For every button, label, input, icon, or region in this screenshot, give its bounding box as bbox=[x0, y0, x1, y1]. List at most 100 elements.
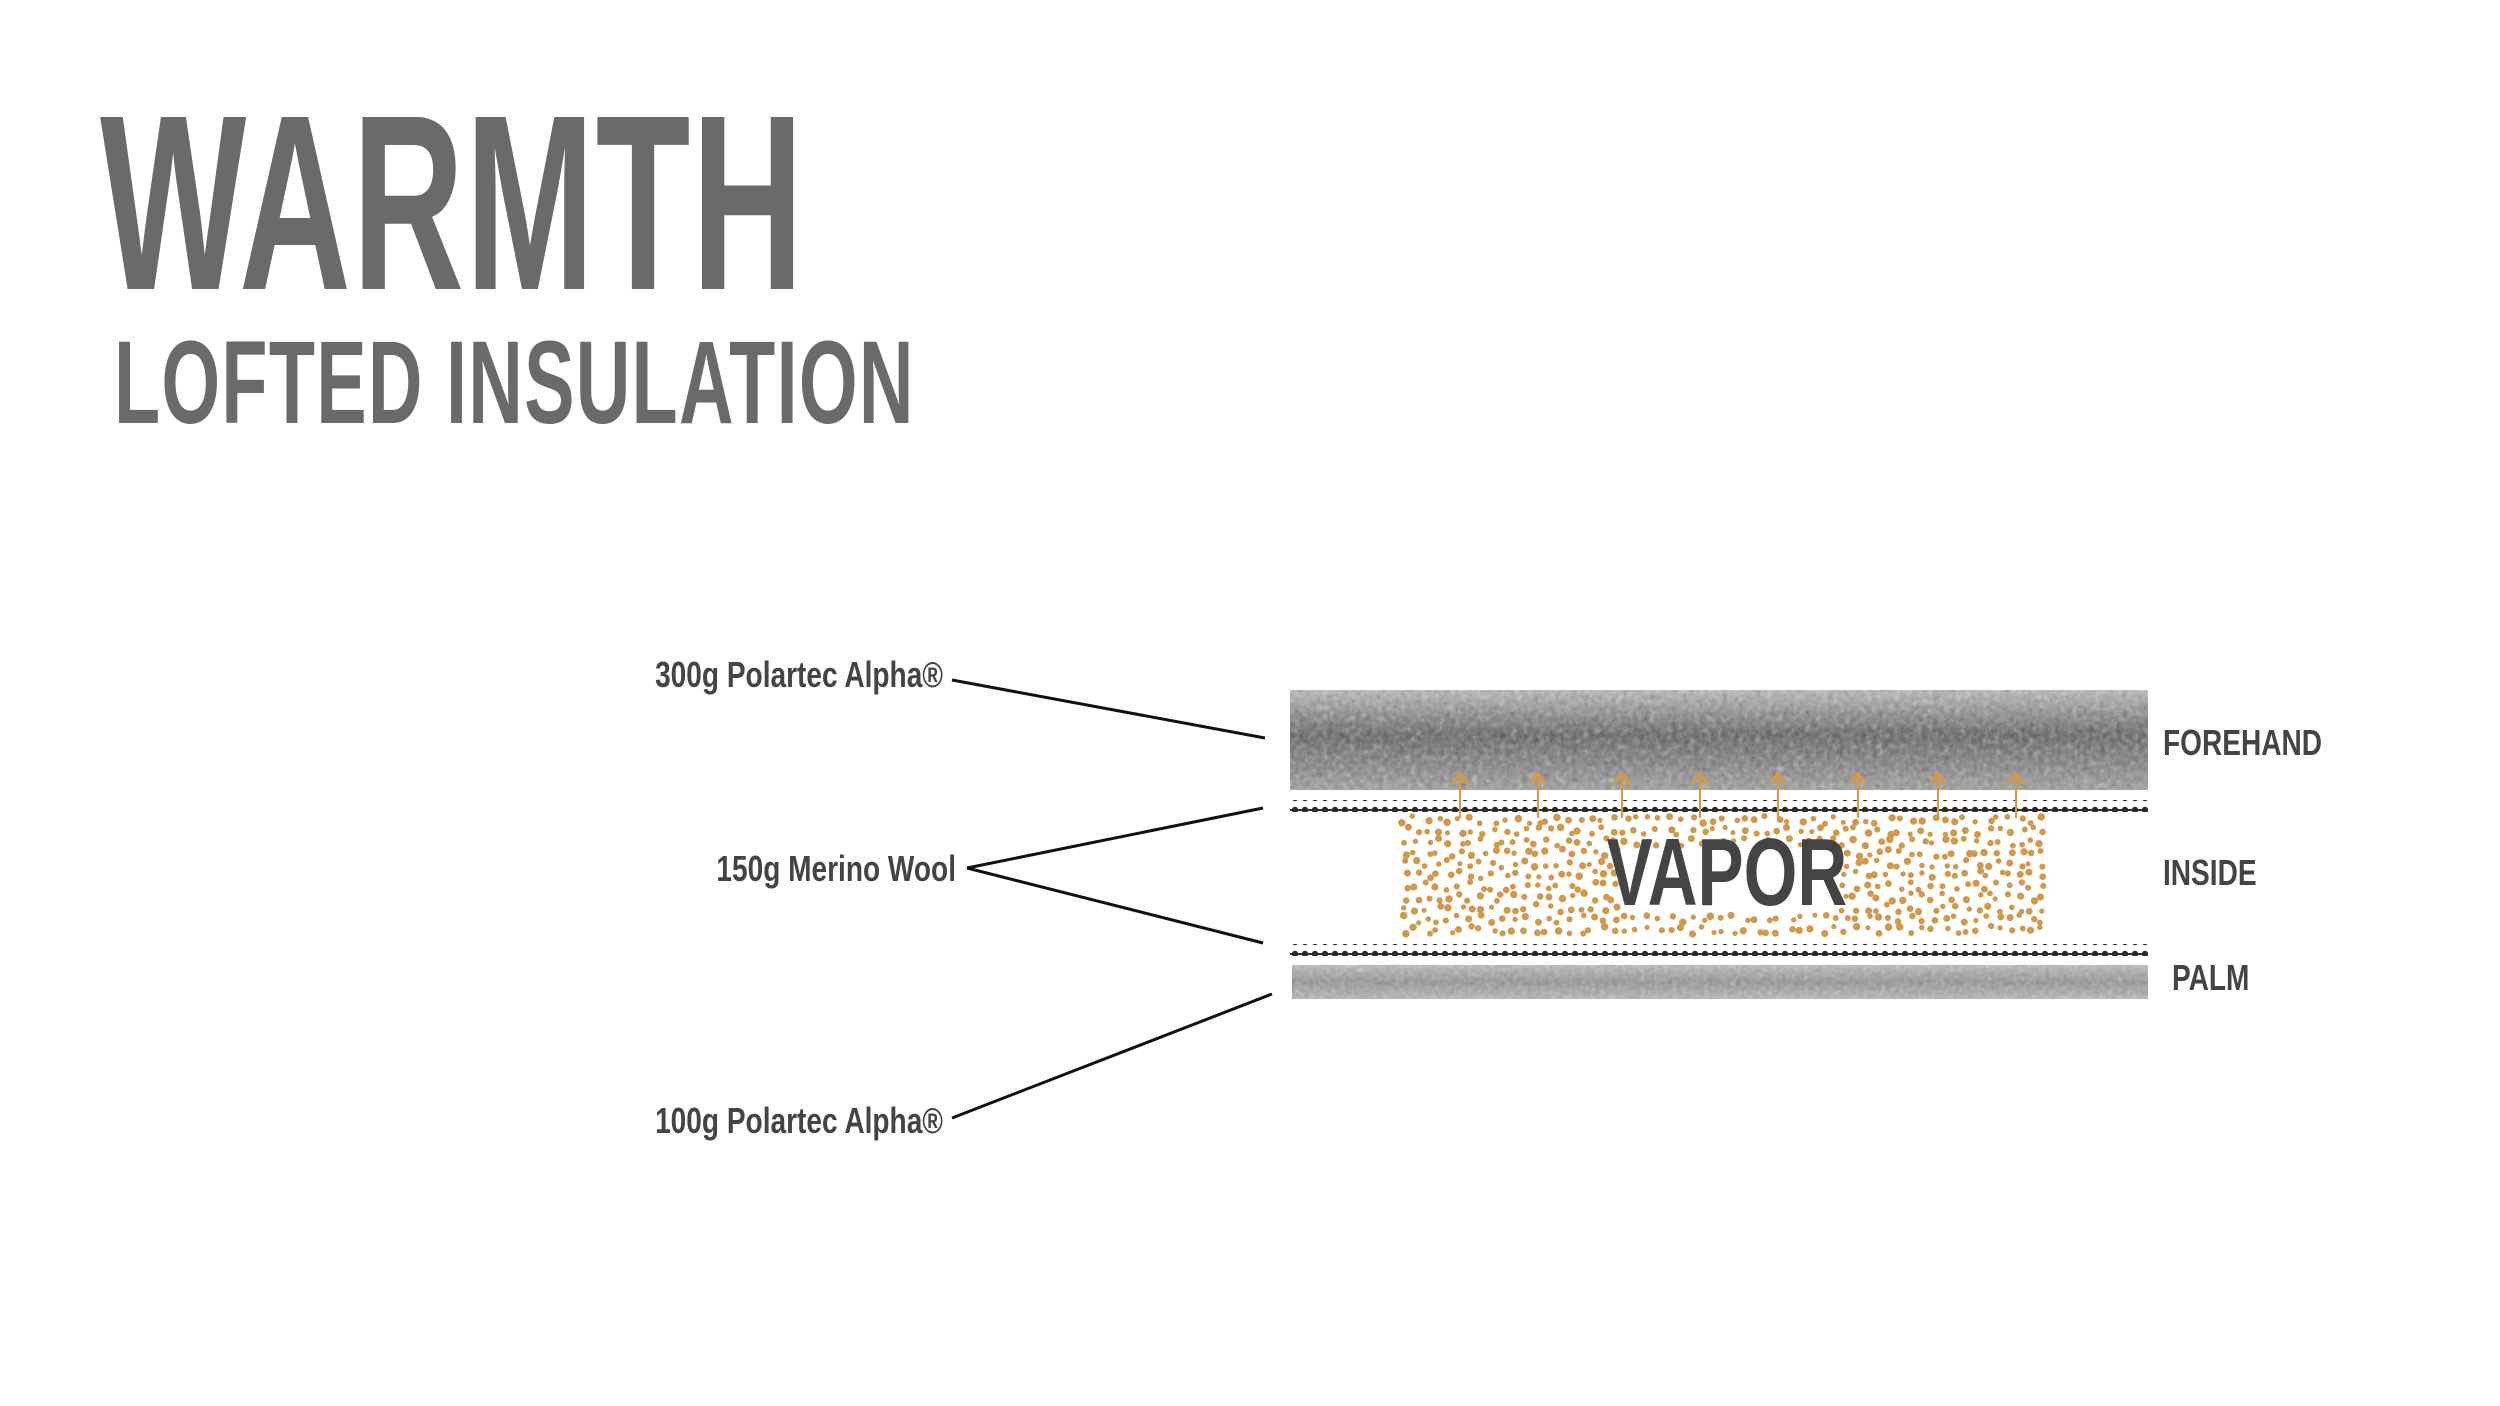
vapor-dot bbox=[1854, 886, 1861, 893]
vapor-dot bbox=[1919, 925, 1925, 931]
vapor-dot bbox=[1899, 886, 1905, 892]
vapor-dot bbox=[1954, 886, 1960, 892]
merino-lower-line bbox=[1290, 944, 2148, 956]
vapor-dot bbox=[1732, 931, 1737, 936]
vapor-dot bbox=[2020, 926, 2026, 932]
vapor-dot bbox=[1552, 883, 1558, 889]
vapor-dot bbox=[1997, 913, 2004, 920]
vapor-dot bbox=[1910, 817, 1917, 824]
vapor-dot bbox=[1492, 928, 1498, 934]
vapor-dot bbox=[1948, 850, 1955, 857]
vapor-dot bbox=[1499, 915, 1506, 922]
vapor-dot bbox=[1465, 840, 1471, 846]
vapor-dot bbox=[2007, 914, 2014, 921]
vapor-dot bbox=[1546, 886, 1552, 892]
vapor-dot bbox=[1536, 874, 1541, 879]
vapor-dot bbox=[1546, 916, 1552, 922]
vapor-dot bbox=[1897, 815, 1903, 821]
vapor-dot bbox=[2007, 882, 2013, 888]
vapor-dot bbox=[1400, 912, 1408, 920]
vapor-dot bbox=[2006, 860, 2013, 867]
leader-line-top bbox=[952, 680, 1265, 738]
vapor-dot bbox=[1592, 897, 1599, 904]
vapor-dot bbox=[1977, 868, 1984, 875]
vapor-dot bbox=[1927, 926, 1934, 933]
vapor-dot bbox=[1988, 825, 1994, 831]
vapor-dot bbox=[1933, 854, 1939, 860]
vapor-dot bbox=[1953, 864, 1959, 870]
vapor-dot bbox=[1557, 909, 1564, 916]
vapor-dot bbox=[1510, 884, 1516, 890]
vapor-dot bbox=[1410, 850, 1416, 856]
vapor-dot bbox=[1533, 901, 1540, 908]
vapor-dot bbox=[1908, 930, 1914, 936]
vapor-dot bbox=[1972, 928, 1979, 935]
vapor-dot bbox=[1871, 820, 1878, 827]
vapor-dot bbox=[1962, 827, 1969, 834]
vapor-dot bbox=[2019, 863, 2025, 869]
vapor-dot bbox=[1566, 916, 1572, 922]
vapor-dot bbox=[1972, 880, 1979, 887]
vapor-dot bbox=[1443, 819, 1451, 827]
vapor-dot bbox=[1961, 836, 1967, 842]
vapor-dot bbox=[1423, 880, 1429, 886]
vapor-dot bbox=[1884, 902, 1890, 908]
vapor-dot bbox=[1993, 880, 1999, 886]
vapor-dot bbox=[1963, 929, 1969, 935]
vapor-dot bbox=[1622, 928, 1628, 934]
vapor-dot bbox=[1413, 857, 1420, 864]
vapor-dot bbox=[1940, 883, 1946, 889]
vapor-dot bbox=[1915, 908, 1922, 915]
vapor-dot bbox=[1762, 930, 1769, 937]
vapor-dot bbox=[1950, 829, 1957, 836]
vapor-dot bbox=[1428, 840, 1433, 845]
vapor-dot bbox=[1427, 931, 1433, 937]
vapor-dot bbox=[1514, 831, 1520, 837]
vapor-dot bbox=[1569, 851, 1576, 858]
vapor-dot bbox=[1555, 927, 1563, 935]
vapor-dot bbox=[1998, 826, 2004, 832]
vapor-dot bbox=[1459, 830, 1466, 837]
vapor-dot bbox=[1444, 857, 1450, 863]
leader-line-bottom bbox=[952, 994, 1272, 1118]
vapor-dot bbox=[1878, 838, 1885, 845]
vapor-dot bbox=[1405, 824, 1412, 831]
vapor-dot bbox=[1963, 896, 1970, 903]
vapor-dot bbox=[1993, 814, 1999, 820]
vapor-dot bbox=[2016, 912, 2022, 918]
vapor-label: VAPOR bbox=[1607, 818, 1848, 926]
vapor-dot bbox=[1806, 925, 1813, 932]
vapor-dot bbox=[1436, 897, 1442, 903]
material-label-top: 300g Polartec Alpha® bbox=[655, 655, 943, 695]
vapor-dot bbox=[1548, 875, 1554, 881]
vapor-dot bbox=[1542, 818, 1549, 825]
vapor-dot bbox=[2027, 927, 2034, 934]
vapor-dot bbox=[1567, 931, 1573, 937]
vapor-dot bbox=[1867, 890, 1874, 897]
vapor-dot bbox=[1456, 868, 1463, 875]
vapor-dot bbox=[1974, 838, 1980, 844]
vapor-dot bbox=[1508, 927, 1515, 934]
vapor-dot bbox=[1876, 930, 1883, 937]
vapor-dot bbox=[1974, 831, 1981, 838]
vapor-dot bbox=[1597, 818, 1602, 823]
vapor-dot bbox=[1983, 913, 1989, 919]
vapor-dot bbox=[1554, 920, 1560, 926]
vapor-dot bbox=[1987, 891, 1993, 897]
vapor-dot bbox=[1568, 906, 1575, 913]
vapor-dot bbox=[1492, 827, 1498, 833]
vapor-dot bbox=[1863, 819, 1869, 825]
vapor-dot bbox=[1899, 897, 1906, 904]
vapor-dot bbox=[1535, 882, 1541, 888]
vapor-dot bbox=[1591, 914, 1598, 921]
vapor-dot bbox=[1454, 913, 1460, 919]
vapor-dot bbox=[1585, 927, 1591, 933]
vapor-dot bbox=[1862, 858, 1869, 865]
vapor-dot bbox=[1402, 858, 1408, 864]
vapor-dot bbox=[1945, 871, 1951, 877]
vapor-dot bbox=[1908, 879, 1914, 885]
vapor-dot bbox=[1416, 920, 1421, 925]
vapor-dot bbox=[1893, 829, 1900, 836]
vapor-dot bbox=[1401, 905, 1406, 910]
